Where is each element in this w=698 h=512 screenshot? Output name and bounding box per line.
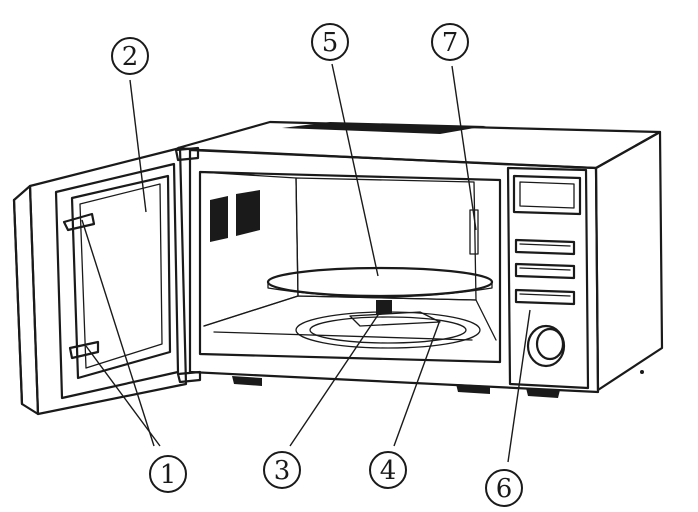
- door-latches: [62, 212, 100, 360]
- top-vent: [282, 122, 486, 134]
- callout-7-label: 7: [442, 28, 459, 58]
- cabinet: [176, 120, 664, 398]
- door: [12, 146, 202, 416]
- callout-3: 3: [263, 451, 301, 489]
- callout-4-label: 4: [380, 456, 397, 486]
- callout-5-label: 5: [322, 28, 339, 58]
- callout-3-label: 3: [274, 456, 291, 486]
- callout-6: 6: [485, 469, 523, 507]
- callout-5: 5: [311, 23, 349, 61]
- turntable-plate: [266, 266, 494, 298]
- callout-2: 2: [111, 37, 149, 75]
- callout-4: 4: [369, 451, 407, 489]
- callout-7: 7: [431, 23, 469, 61]
- callout-2-label: 2: [122, 42, 139, 72]
- callout-6-label: 6: [496, 474, 513, 504]
- waveguide-cover: [469, 209, 479, 255]
- callout-1-label: 1: [160, 460, 177, 490]
- control-panel: [506, 166, 590, 390]
- callout-1: 1: [149, 455, 187, 493]
- leader-lines: [81, 63, 531, 463]
